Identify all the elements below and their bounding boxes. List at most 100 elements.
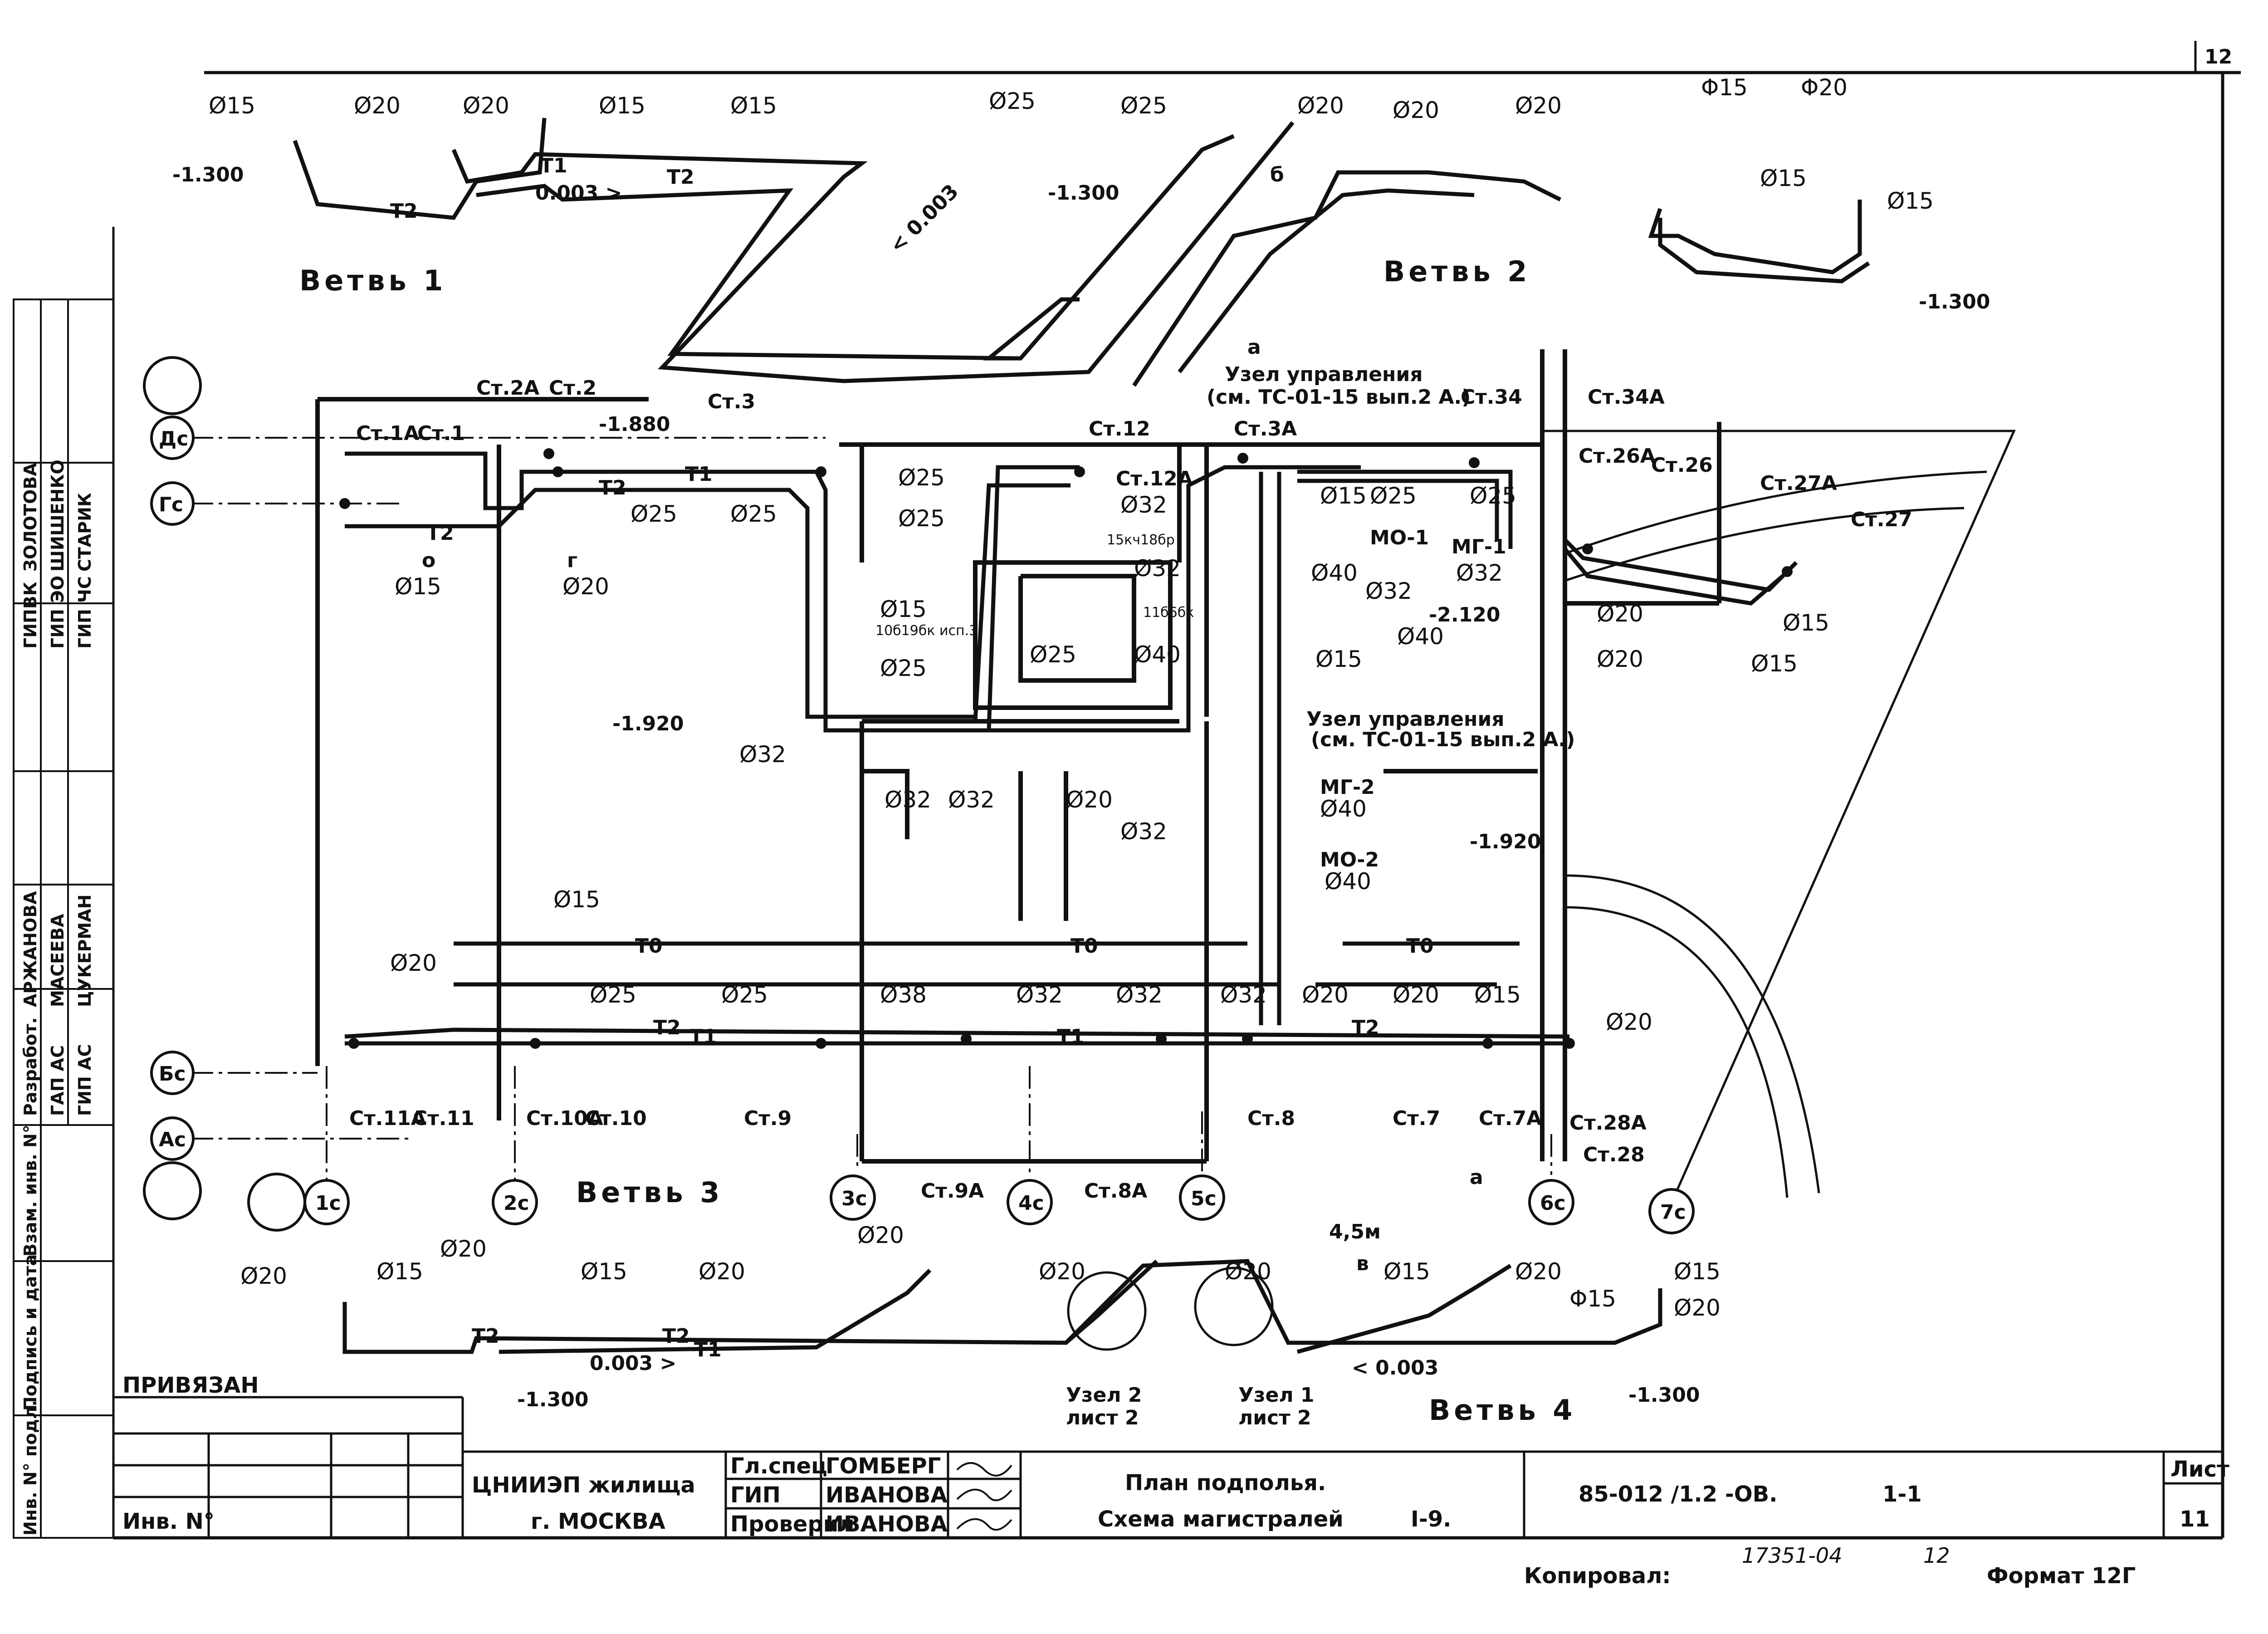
pipe-code: Т2 (662, 1325, 690, 1348)
diameter-label: Ø25 (631, 501, 677, 527)
level-mark: -1.300 (172, 163, 244, 186)
slope-mark: 0.003 > (535, 181, 622, 205)
diameter-label: Ø40 (1320, 796, 1367, 822)
axis-col-bubble-7 (1648, 1188, 1695, 1234)
side-role-4: Разработ. (20, 1017, 40, 1116)
diameter-label: Ø15 (880, 596, 927, 622)
pipe-code: Т1 (689, 1025, 717, 1048)
riser-label: Ст.9А (921, 1179, 984, 1203)
riser-label: Ст.28 (1583, 1143, 1645, 1166)
diameter-label: Ø25 (898, 465, 945, 491)
diameter-label: Ø25 (1370, 483, 1417, 509)
equipment-label: 10б19бк исп.3 (875, 623, 978, 639)
diameter-label: Ø20 (240, 1263, 287, 1289)
pipe-code: Т2 (653, 1016, 681, 1039)
side-name-3: СТАРИК (75, 493, 95, 572)
diameter-label: Ø32 (1456, 560, 1503, 586)
axis-bubbles (143, 356, 1695, 1234)
diameter-label: Ø15 (1383, 1258, 1430, 1285)
axis-row-bubble-Gс (150, 481, 195, 526)
inv-label: Инв. N° (122, 1509, 215, 1534)
title-code: I-9. (1411, 1507, 1451, 1532)
side-name-6: ЦУКЕРМАН (75, 895, 95, 1007)
diameter-label: Ø32 (1134, 555, 1181, 582)
axis-col-label: 6с (1540, 1192, 1566, 1215)
diameter-label: Ø25 (730, 501, 777, 527)
copy-number: 17351-04 (1742, 1543, 1842, 1568)
title-line2: Схема магистралей (1098, 1507, 1344, 1532)
diameter-label: Ø32 (1365, 578, 1412, 604)
riser-label: Ст.28А (1569, 1111, 1647, 1135)
pipe-network-plan (344, 451, 1798, 1046)
sheet-no: 11 (2180, 1507, 2210, 1532)
mark-letter: в (1356, 1252, 1369, 1275)
diameter-label: Ø15 (599, 93, 645, 119)
copied-label: Копировал: (1524, 1563, 1671, 1589)
axis-row-bubble-Dс (150, 416, 195, 460)
detail-circles (1067, 1267, 1274, 1351)
axis-col-bubble-3 (830, 1174, 876, 1221)
control-node-label: Узел управления (1306, 708, 1505, 731)
axis-col-label: 4с (1018, 1192, 1044, 1215)
equipment-label: 11б6бк (1143, 605, 1194, 621)
level-mark: -1.300 (517, 1388, 588, 1411)
diameter-label: Ø25 (898, 505, 945, 532)
equipment-label: МГ-2 (1320, 776, 1375, 799)
side-name-1: ЗОЛОТОВА (20, 463, 40, 572)
axis-col-bubble-4 (1007, 1179, 1053, 1225)
diameter-label: Ø25 (1030, 641, 1076, 668)
axis-row-bubble-Aс (150, 1116, 195, 1161)
riser-label: Ст.27 (1851, 508, 1912, 531)
diameter-label: Ø25 (1120, 93, 1167, 119)
level-mark: -1.300 (1628, 1384, 1700, 1407)
diameter-callouts: Ø15 Ø20 Ø20 Ø15 Ø15 Ø25 Ø25 Ø20 Ø20 Ø20 … (209, 74, 1934, 1321)
riser-label: Ст.2 (549, 377, 596, 400)
diameter-label: Ø20 (1225, 1258, 1271, 1285)
equipment-labels: 15кч18бр 11б6бк 10б19бк исп.3 МО-1 МГ-1 … (875, 526, 1506, 871)
sig-role-2: ГИП (730, 1482, 781, 1508)
axis-col-label: 2с (503, 1192, 529, 1215)
diameter-label: Ø40 (1134, 641, 1181, 668)
side-name-4: АРЖАНОВА (20, 891, 40, 1007)
branch-title-2: Ветвь 2 (1383, 255, 1530, 288)
pipe-code: Т2 (1352, 1016, 1379, 1039)
diameter-label: Ø25 (880, 655, 927, 681)
mark-letter: а (1470, 1166, 1483, 1189)
axis-lines (191, 437, 1552, 1179)
level-mark: -1.920 (1470, 830, 1541, 853)
riser-label: Ст.7А (1479, 1107, 1542, 1130)
diameter-label: Ø20 (1597, 646, 1643, 672)
diameter-label: Ø15 (581, 1258, 627, 1285)
riser-label: Ст.27А (1760, 472, 1837, 495)
diameter-label: Ø32 (885, 787, 931, 813)
diameter-label: Ø20 (1597, 601, 1643, 627)
riser-label: Ст.34 (1461, 386, 1522, 409)
riser-label: Ст.26А (1579, 445, 1656, 468)
side-col-3: Инв. N° подл. (20, 1400, 40, 1536)
side-role-1: ГИПВК (20, 582, 40, 649)
node-label: Узел 2 (1066, 1384, 1142, 1407)
diameter-label: Φ15 (1569, 1286, 1616, 1312)
riser-label: Ст.34А (1588, 386, 1665, 409)
diameter-label: Ø25 (721, 982, 768, 1008)
mark-letter: б (1270, 163, 1284, 186)
title-block (113, 1396, 2223, 1538)
pipe-code: Т2 (667, 166, 694, 189)
sig-name-1: ГОМБЕРГ (826, 1453, 941, 1479)
riser-label: Ст.3А (1234, 417, 1297, 440)
diameter-label: Ø32 (1120, 492, 1167, 518)
equipment-label: МГ-1 (1452, 535, 1506, 558)
diameter-label: Ø15 (1751, 651, 1798, 677)
misc-marks: а а б в о г 4,5м (422, 163, 1483, 1275)
diameter-label: Ø25 (989, 88, 1036, 114)
riser-labels: Ст.1А Ст.1 Ст.2А Ст.2 Ст.3 Ст.3А Ст.12 С… (349, 377, 1912, 1203)
slope-mark: < 0.003 (885, 180, 963, 257)
diameter-label: Ø32 (1116, 982, 1163, 1008)
diameter-label: Ø20 (1393, 982, 1439, 1008)
riser-label: Ст.9 (744, 1107, 792, 1130)
riser-label: Ст.1А (356, 422, 419, 445)
axis-col-label: 7с (1660, 1201, 1686, 1224)
mark-letter: о (422, 549, 435, 572)
diameter-label: Ø38 (880, 982, 927, 1008)
diameter-label: Ø15 (395, 573, 441, 600)
